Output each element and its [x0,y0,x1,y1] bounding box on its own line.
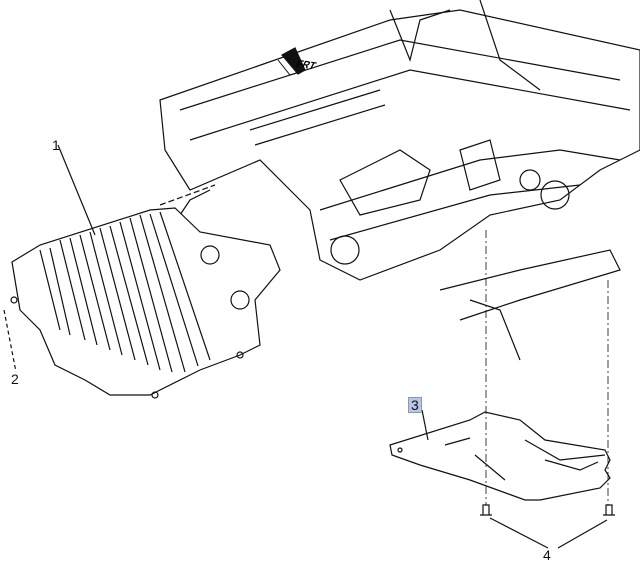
callout-1: 1 [52,137,60,153]
frame-illustration [159,0,640,361]
callout-4: 4 [543,547,551,563]
callout-3-highlighted[interactable]: 3 [408,397,422,413]
part-3-skid-plate [389,230,615,549]
part-1-front-shield [3,144,281,399]
front-direction-arrow-icon [277,47,306,76]
callout-2: 2 [11,371,19,387]
